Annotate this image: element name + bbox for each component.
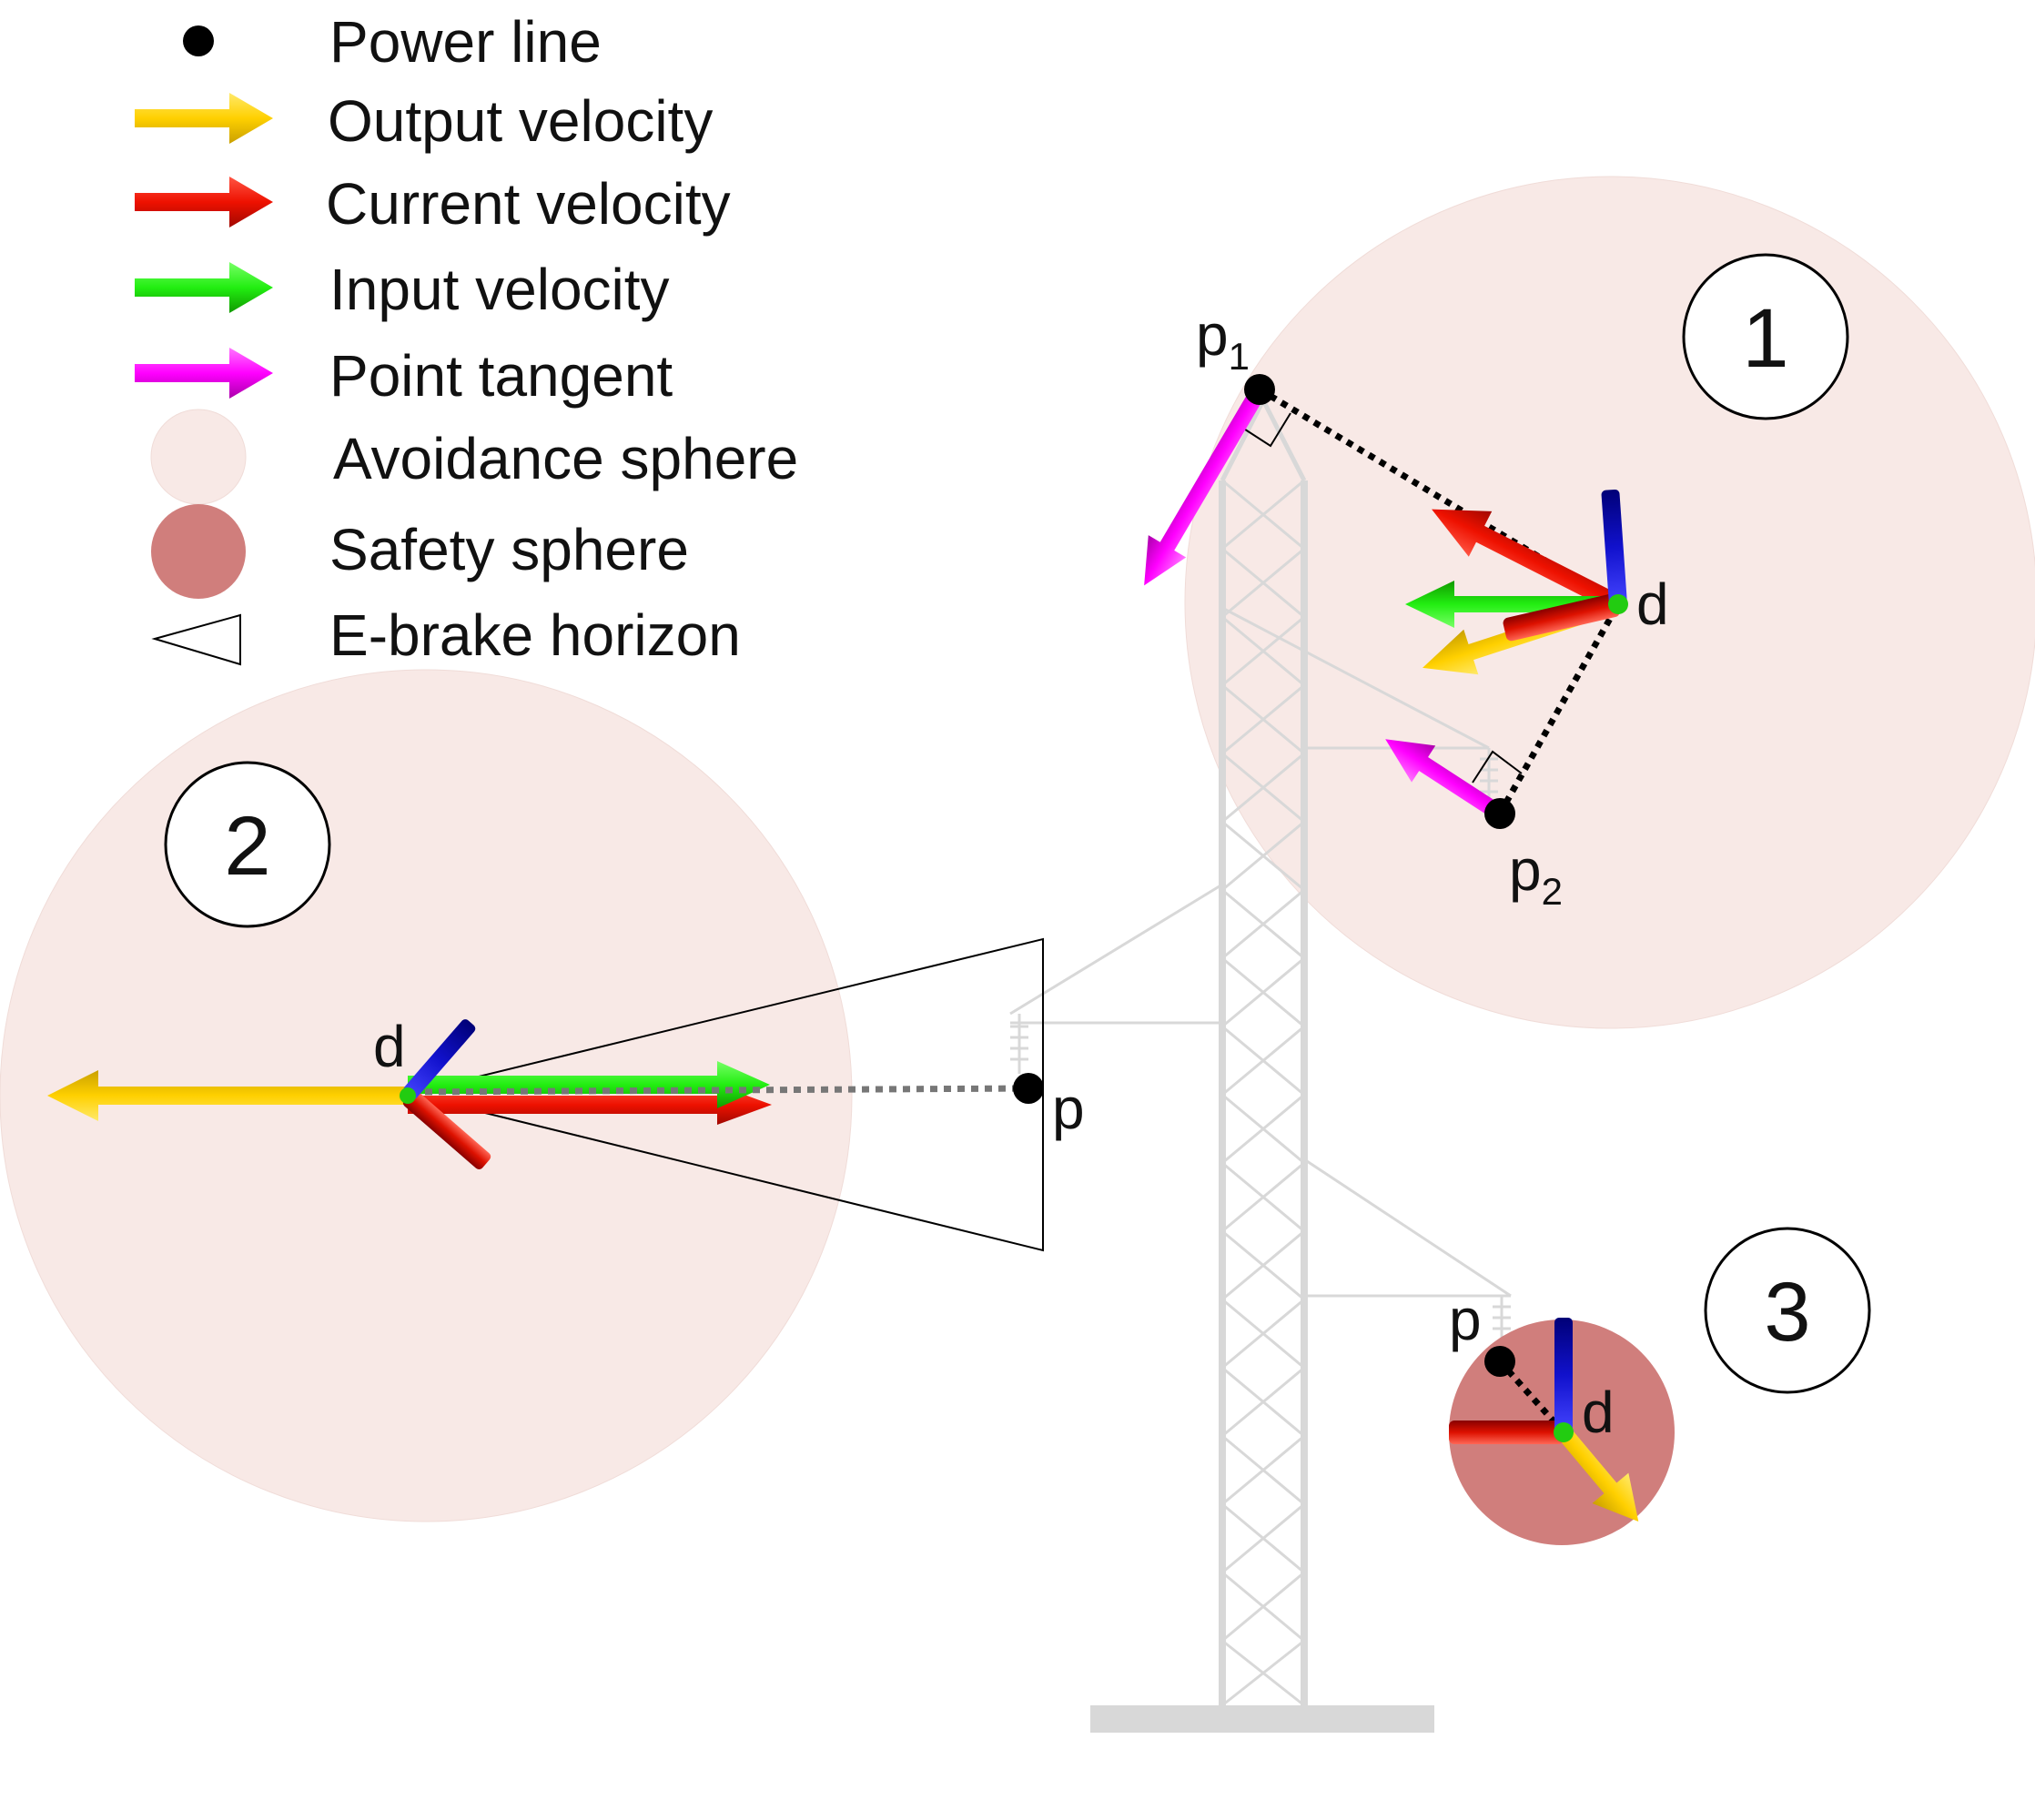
output-velocity-arrow-2 [47,1070,408,1121]
tower-lattice-brace [1221,888,1305,960]
right-angle-mark-p2 [1472,750,1523,784]
power-line-point-p1 [1244,374,1275,405]
tower-lattice-brace [1221,1229,1305,1301]
tower-lattice-brace [1221,752,1305,824]
point-3-label: p [1449,1287,1482,1352]
insulator-2 [1010,1014,1028,1074]
p2-to-drone-dotted-line [1496,602,1622,815]
tower-lattice-brace [1221,1161,1305,1233]
scenario-3-number-circle [1704,1227,1871,1394]
legend-ebrake-horizon-label: E-brake horizon [329,602,741,668]
scenario-2: p d 2 [47,761,1085,1252]
tower-lattice-brace [1221,615,1305,687]
tower-lattice-brace [1221,1434,1305,1506]
scenario-3-number: 3 [1764,1266,1810,1359]
safety-sphere-legend-swatch [151,504,246,599]
drone-2-center [400,1087,416,1104]
tower-lattice-brace [1221,1639,1305,1707]
input-velocity-arrow-1 [1405,581,1618,628]
tower-lattice-brace [1221,479,1305,551]
avoidance-sphere-legend-swatch [150,409,247,505]
transmission-tower [1009,395,1512,1733]
input-velocity-legend-arrow [135,262,273,313]
legend-input-velocity-label: Input velocity [329,257,670,322]
power-line-point-p3 [1484,1346,1515,1377]
drone-1-label: d [1636,571,1669,637]
drone-3-blue-axis [1554,1318,1573,1432]
scenario-1: p1 p2 d 1 [1144,253,1849,913]
legend-output-velocity-label: Output velocity [328,88,713,154]
drone-1-blue-axis [1601,489,1627,605]
legend-point-tangent-label: Point tangent [329,343,673,409]
tower-lattice-brace [1221,1502,1305,1574]
drone-3-label: d [1582,1380,1615,1445]
drone-3-red-axis [1449,1421,1564,1444]
p2-label: p2 [1509,837,1563,913]
legend-avoidance-sphere-label: Avoidance sphere [333,426,798,491]
tower-lattice-brace [1221,956,1305,1028]
scenario-2-number: 2 [224,800,270,893]
ebrake-horizon-triangle [407,937,1044,1252]
scenario-1-number: 1 [1742,292,1788,385]
current-velocity-arrow-2 [408,1085,772,1125]
tower-lattice-brace [1221,1366,1305,1438]
tower-base [1090,1705,1434,1733]
legend-current-velocity-label: Current velocity [326,171,731,237]
legend-safety-sphere-label: Safety sphere [329,517,689,582]
tower-lattice-brace [1221,820,1305,892]
tower-lattice-brace [1221,683,1305,755]
drone-2 [400,1019,491,1170]
tower-lattice-brace [1221,1571,1305,1643]
scenario-2-number-circle [164,761,331,928]
drone-2-label: d [373,1014,406,1079]
current-velocity-legend-arrow [135,177,273,228]
tower-lattice-brace [1221,1025,1305,1097]
drone-2-red-axis [402,1089,491,1170]
drone-1-center [1608,594,1628,614]
right-angle-mark-p1 [1239,412,1291,448]
p1-label: p1 [1196,302,1250,378]
legend: Power line Output velocity Current veloc… [135,9,798,668]
output-velocity-legend-arrow [135,93,273,144]
output-velocity-arrow-3 [1557,1427,1639,1522]
legend-power-line-label: Power line [329,9,602,75]
scenario-1-number-circle [1682,253,1849,420]
tower-lattice-brace [1221,547,1305,619]
drone-1 [1503,489,1628,642]
tower-lattice-brace [1221,1298,1305,1370]
power-line-point-p2 [1484,798,1515,829]
drone-3-center [1554,1422,1574,1442]
tower-lattice-brace [1221,1093,1305,1165]
point-tangent-legend-arrow [135,348,273,399]
scenario-3: p d 3 [1449,1227,1871,1545]
point-tangent-arrow-p1 [1144,385,1267,586]
power-line-point-p [1013,1073,1044,1104]
drone-3 [1449,1318,1574,1444]
point-tangent-arrow-p2 [1385,739,1504,821]
drone-2-blue-axis [403,1019,476,1099]
input-velocity-arrow-2 [408,1061,770,1108]
drone-1-red-axis [1503,593,1620,642]
point-2-label: p [1052,1076,1085,1141]
power-line-legend-marker [183,25,214,56]
current-velocity-arrow-1 [1432,509,1623,612]
ebrake-horizon-legend-triangle [151,613,241,666]
